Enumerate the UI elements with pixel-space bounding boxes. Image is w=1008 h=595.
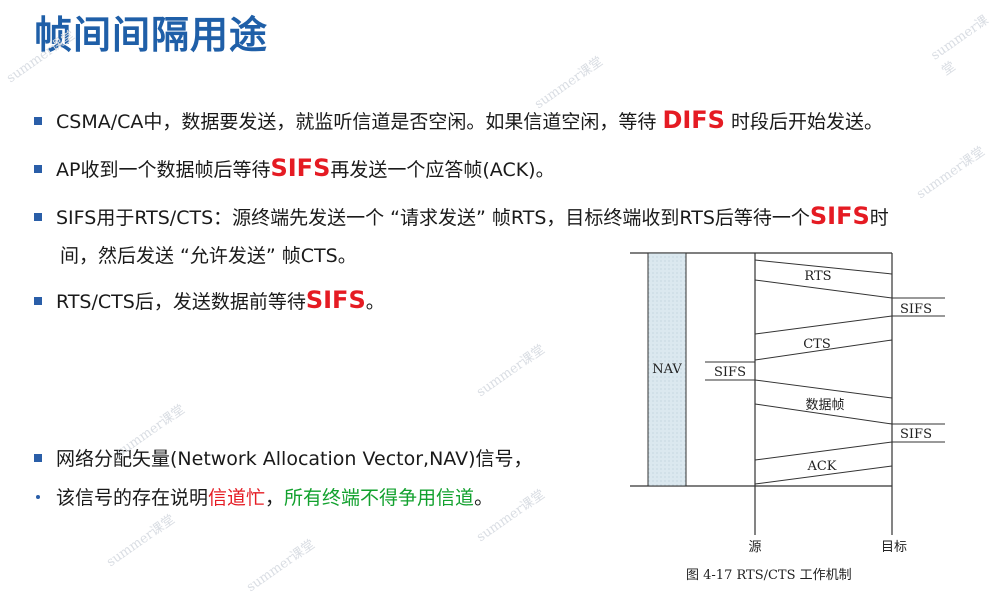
ack-label: ACK: [806, 459, 836, 474]
bullet-text-end: 时: [869, 207, 889, 229]
bullet-continuation: 间，然后发送 “允许发送” 帧CTS。: [60, 245, 357, 267]
bullet-text: RTS/CTS后，发送数据前等待: [56, 291, 306, 313]
data-frame-bottom: [754, 403, 893, 425]
nav-label: NAV: [652, 362, 682, 377]
bullet-text-end: 。: [365, 291, 385, 313]
bullet-nav: 网络分配矢量(Network Allocation Vector,NAV)信号，: [34, 445, 532, 473]
bullet-text: CSMA/CA中，数据要发送，就监听信道是否空闲。如果信道空闲，等待: [56, 111, 663, 133]
square-bullet-icon: [34, 296, 42, 305]
cts-frame-bottom: [754, 339, 893, 361]
dot-bullet-icon: [36, 494, 40, 499]
bullet-text-end: 时段后开始发送。: [724, 111, 884, 133]
cts-label: CTS: [803, 337, 831, 352]
rts-label: RTS: [804, 269, 831, 284]
bullet-text: 该信号的存在说明: [56, 487, 209, 509]
bullet-data-sifs: RTS/CTS后，发送数据前等待SIFS。: [34, 286, 385, 316]
sifs-label-1: SIFS: [900, 302, 932, 317]
square-bullet-icon: [34, 212, 42, 221]
rts-frame-bottom: [754, 279, 893, 299]
bullet-separator: ，: [265, 487, 285, 509]
figure-caption: 图 4-17 RTS/CTS 工作机制: [686, 568, 852, 583]
highlight-difs: DIFS: [662, 106, 725, 134]
bullet-rts-cts: SIFS用于RTS/CTS：源终端先发送一个 “请求发送” 帧RTS，目标终端收…: [34, 202, 889, 232]
bullet-difs: CSMA/CA中，数据要发送，就监听信道是否空闲。如果信道空闲，等待 DIFS …: [34, 106, 883, 136]
bullet-text: SIFS用于RTS/CTS：源终端先发送一个 “请求发送” 帧RTS，目标终端收…: [56, 207, 810, 229]
bullet-text-end: 。: [474, 487, 494, 509]
bullet-nav-meaning: 该信号的存在说明信道忙，所有终端不得争用信道。: [34, 484, 493, 512]
rts-frame-top: [754, 259, 893, 275]
bullet-text: 网络分配矢量(Network Allocation Vector,NAV)信号，: [56, 448, 533, 470]
square-bullet-icon: [34, 116, 42, 125]
nav-block: [647, 252, 687, 487]
highlight-sifs: SIFS: [270, 154, 331, 182]
bullet-ack: AP收到一个数据帧后等待SIFS再发送一个应答帧(ACK)。: [34, 154, 555, 184]
ack-frame-top: [754, 441, 893, 461]
bullet-text: AP收到一个数据帧后等待: [56, 159, 271, 181]
sifs-label-2: SIFS: [714, 365, 746, 380]
destination-label: 目标: [881, 540, 907, 555]
square-bullet-icon: [34, 164, 42, 173]
ack-frame-bottom: [754, 465, 893, 485]
data-frame-top: [754, 379, 893, 399]
data-frame-label: 数据帧: [805, 398, 844, 413]
highlight-sifs: SIFS: [809, 202, 870, 230]
sifs-label-3: SIFS: [900, 427, 932, 442]
page-title: 帧间间隔用途: [34, 13, 269, 57]
highlight-sifs: SIFS: [305, 286, 366, 314]
cts-frame-top: [754, 315, 893, 335]
text-channel-busy: 信道忙: [208, 487, 266, 509]
source-label: 源: [748, 540, 761, 555]
bullet-text-end: 再发送一个应答帧(ACK)。: [330, 159, 555, 181]
square-bullet-icon: [34, 453, 42, 462]
text-no-contention: 所有终端不得争用信道: [284, 487, 475, 509]
